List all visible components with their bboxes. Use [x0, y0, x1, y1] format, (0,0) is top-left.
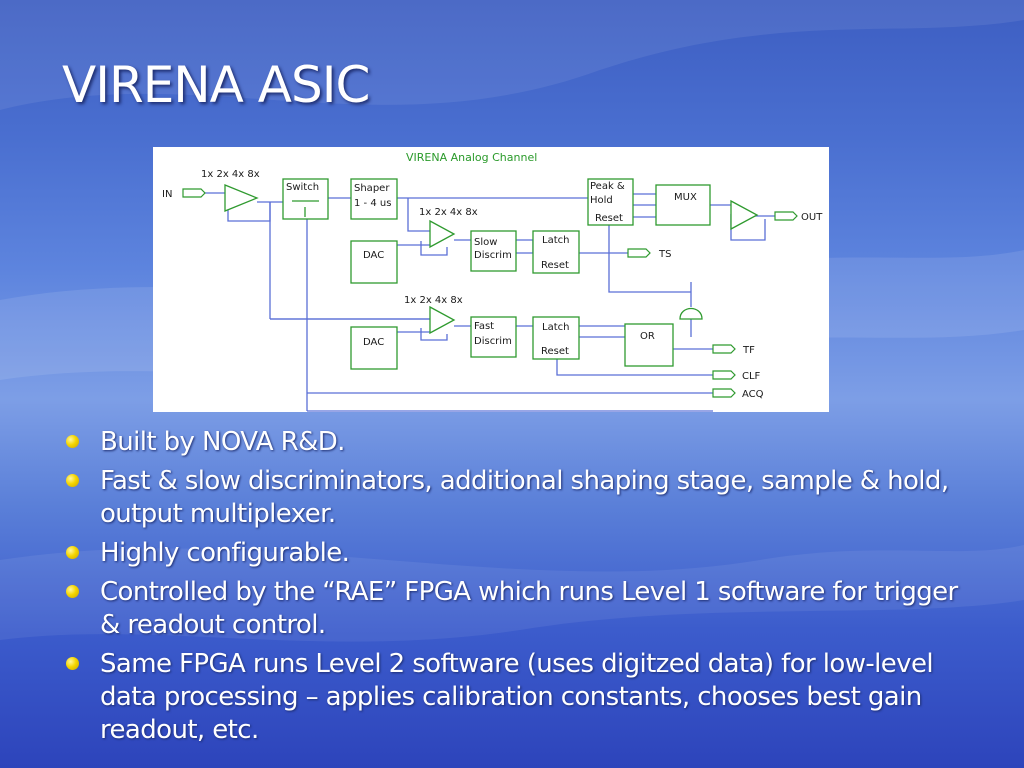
bullet-list: Built by NOVA R&D. Fast & slow discrimin… [62, 426, 962, 753]
bullet-text: Same FPGA runs Level 2 software (uses di… [100, 649, 934, 745]
label-or: OR [640, 331, 655, 342]
label-out: OUT [801, 212, 823, 223]
label-peak-reset: Reset [595, 213, 623, 224]
slide-title: VIRENA ASIC [62, 56, 370, 114]
label-acq: ACQ [742, 389, 764, 400]
label-latch-1: Latch [542, 235, 569, 246]
label-latch-2: Latch [542, 322, 569, 333]
bullet-icon [66, 546, 79, 559]
label-fast-1: Fast [474, 321, 494, 332]
label-mux: MUX [674, 192, 697, 203]
bullet-item: Highly configurable. [62, 537, 962, 570]
label-fast-2: Discrim [474, 336, 512, 347]
label-in: IN [162, 189, 172, 200]
label-shaper-2: 1 - 4 us [354, 198, 391, 209]
bullet-item: Same FPGA runs Level 2 software (uses di… [62, 648, 962, 747]
bullet-text: Fast & slow discriminators, additional s… [100, 466, 949, 529]
label-shaper-1: Shaper [354, 183, 390, 194]
label-gain-1: 1x 2x 4x 8x [201, 169, 260, 180]
label-tf: TF [742, 345, 755, 356]
virena-analog-channel-diagram: VIRENA Analog Channel IN 1x 2x 4x 8x 1x … [153, 147, 829, 412]
bullet-icon [66, 474, 79, 487]
bullet-item: Fast & slow discriminators, additional s… [62, 465, 962, 531]
label-peak-2: Hold [590, 195, 613, 206]
label-ts: TS [658, 249, 671, 260]
label-reset-2: Reset [541, 346, 569, 357]
diagram-caption: VIRENA Analog Channel [406, 151, 537, 164]
bullet-text: Built by NOVA R&D. [100, 427, 345, 457]
bullet-icon [66, 657, 79, 670]
label-clf: CLF [742, 371, 761, 382]
bullet-icon [66, 435, 79, 448]
bullet-text: Controlled by the “RAE” FPGA which runs … [100, 577, 958, 640]
label-gain-2: 1x 2x 4x 8x [419, 207, 478, 218]
label-gain-3: 1x 2x 4x 8x [404, 295, 463, 306]
bullet-item: Built by NOVA R&D. [62, 426, 962, 459]
label-dac-2: DAC [363, 337, 384, 348]
label-switch: Switch [286, 182, 319, 193]
bullet-text: Highly configurable. [100, 538, 350, 568]
label-peak-1: Peak & [590, 181, 625, 192]
label-slow-2: Discrim [474, 250, 512, 261]
label-dac-1: DAC [363, 250, 384, 261]
bullet-icon [66, 585, 79, 598]
label-reset-1: Reset [541, 260, 569, 271]
bullet-item: Controlled by the “RAE” FPGA which runs … [62, 576, 962, 642]
label-slow-1: Slow [474, 237, 497, 248]
